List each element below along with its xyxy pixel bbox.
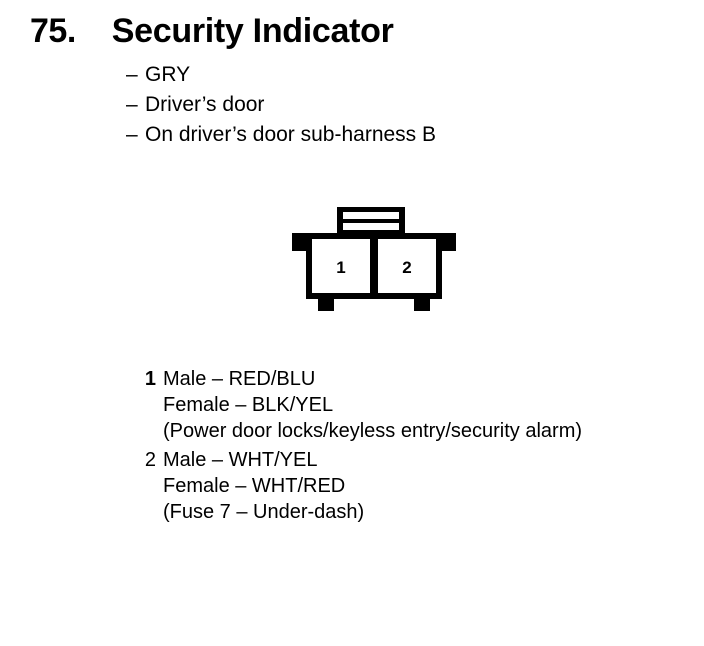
section-number: 75. [30, 12, 76, 50]
dash-bullet-icon: – [126, 63, 138, 86]
attribute-label: Driver’s door [145, 93, 265, 116]
pin-number: 1 [144, 368, 156, 390]
connector-diagram: 1 2 [288, 203, 460, 315]
section-title: Security Indicator [111, 12, 394, 50]
attribute-item: – On driver’s door sub-harness B [126, 120, 646, 150]
attribute-list: – GRY – Driver’s door – On driver’s door… [126, 60, 646, 150]
connector-outline-icon: 1 2 [292, 207, 456, 311]
pin-entry: 2 Male – WHT/YEL Female – WHT/RED (Fuse … [140, 447, 680, 525]
connector-pin-label-2: 2 [402, 258, 411, 277]
pin-entry: 1 Male – RED/BLU Female – BLK/YEL (Power… [140, 366, 680, 444]
pin-number: 2 [144, 449, 156, 471]
pin-detail-line: Male – RED/BLU [163, 368, 316, 390]
page-title: 75. Security Indicator [30, 12, 394, 50]
pin-detail-line: (Fuse 7 – Under-dash) [163, 501, 365, 523]
pin-detail-line: Female – WHT/RED [163, 475, 346, 497]
connector-pin-label-1: 1 [336, 258, 345, 277]
attribute-label: On driver’s door sub-harness B [145, 123, 437, 146]
attribute-item: – Driver’s door [126, 90, 646, 120]
dash-bullet-icon: – [126, 123, 138, 146]
attribute-item: – GRY [126, 60, 646, 90]
dash-bullet-icon: – [126, 93, 138, 116]
pin-description-list: 1 Male – RED/BLU Female – BLK/YEL (Power… [140, 366, 680, 528]
pin-detail-line: (Power door locks/keyless entry/security… [163, 420, 583, 442]
attribute-label: GRY [145, 63, 191, 86]
pin-detail-line: Male – WHT/YEL [163, 449, 318, 471]
pin-detail-line: Female – BLK/YEL [163, 394, 334, 416]
